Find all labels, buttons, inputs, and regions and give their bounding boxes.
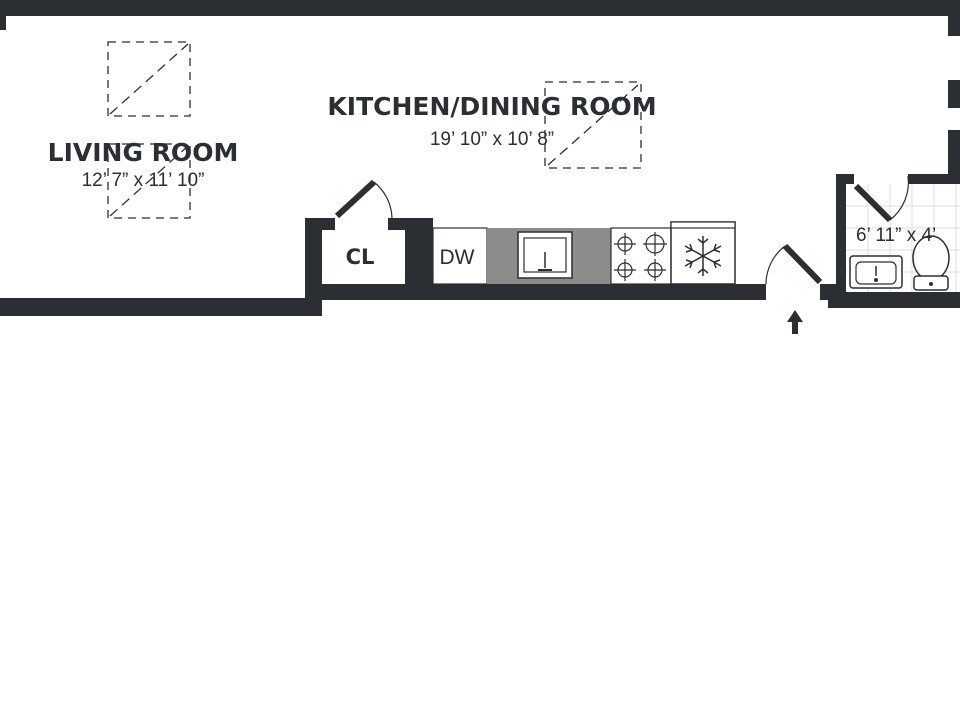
bathroom-sink bbox=[849, 255, 903, 289]
right-wall-mid bbox=[948, 80, 960, 108]
closet-door[interactable] bbox=[334, 179, 393, 221]
closet-label: CL bbox=[346, 245, 375, 269]
kitchen-dining-name: KITCHEN/DINING ROOM bbox=[327, 92, 656, 121]
sink-icon bbox=[517, 231, 573, 279]
kitchen-dining-dimensions: 19’ 10” x 10’ 8” bbox=[430, 129, 554, 150]
closet-top-wall-left bbox=[305, 218, 335, 230]
kitchen-bottom-wall-ext bbox=[0, 298, 322, 302]
toilet bbox=[912, 235, 950, 291]
closet-right-wall bbox=[405, 218, 433, 286]
bath-top-wall-right bbox=[908, 174, 960, 184]
skylight-kitchen bbox=[544, 81, 642, 169]
bath-top-wall bbox=[836, 174, 854, 184]
bathroom-dimensions: 6’ 11” x 4’ bbox=[856, 225, 936, 246]
stove-icon bbox=[610, 227, 672, 285]
kitchen-sink-counter bbox=[487, 228, 611, 284]
right-wall-upper bbox=[948, 16, 960, 36]
living-bottom-wall bbox=[0, 298, 322, 316]
closet-left-wall bbox=[305, 218, 322, 300]
arrow-up-icon bbox=[787, 310, 803, 334]
kitchen-bottom-wall bbox=[305, 284, 766, 300]
bath-bottom-wall bbox=[828, 292, 960, 308]
skylight-living-lower bbox=[107, 143, 191, 219]
dishwasher: DW bbox=[432, 227, 488, 285]
refrigerator bbox=[670, 221, 736, 285]
entry-door[interactable] bbox=[765, 243, 823, 285]
living-room-dimensions: 12’ 7” x 11’ 10” bbox=[82, 170, 205, 191]
top-wall bbox=[0, 0, 960, 16]
bathroom-door[interactable] bbox=[853, 175, 909, 223]
left-wall bbox=[0, 16, 6, 30]
closet[interactable]: CL bbox=[322, 230, 405, 284]
right-wall-lower bbox=[948, 130, 960, 176]
living-room-name: LIVING ROOM bbox=[48, 138, 239, 167]
bath-left-wall bbox=[836, 174, 846, 308]
skylight-living-upper bbox=[107, 41, 191, 117]
dishwasher-label: DW bbox=[440, 246, 475, 269]
snowflake-icon bbox=[684, 236, 722, 276]
